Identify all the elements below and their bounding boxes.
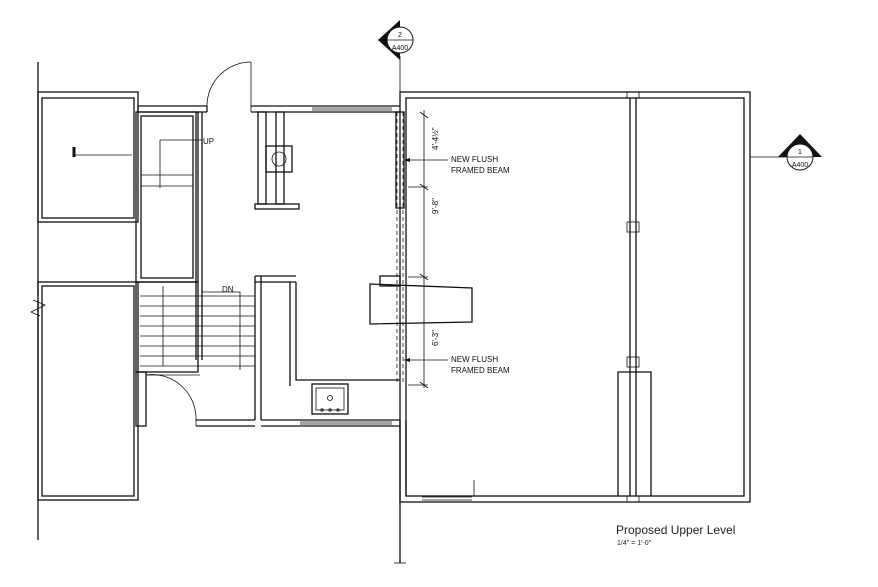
stair-down: [135, 275, 296, 420]
section-marker-2-number: 2: [398, 32, 402, 39]
section-marker-2: 2 A400: [378, 20, 414, 92]
kitchen-sink: [311, 383, 349, 415]
beam-2-line1: NEW FLUSH: [451, 355, 498, 364]
kitchen-counter: [261, 282, 400, 427]
beam-leaders: [404, 158, 448, 362]
section-marker-1-sheet: A400: [792, 162, 808, 169]
stair-up-label: UP: [203, 137, 214, 146]
hallway-walls: [135, 105, 207, 360]
dimension-3: 6'-3": [431, 330, 440, 346]
beam-1-line2: FRAMED BEAM: [451, 166, 510, 175]
beam-1-line1: NEW FLUSH: [451, 155, 498, 164]
addition-walls: [394, 91, 751, 564]
section-marker-2-sheet: A400: [392, 45, 408, 52]
dimension-1: 4'-4½": [431, 127, 440, 150]
island: [369, 275, 473, 325]
dimension-string: [408, 110, 429, 389]
section-marker-1: 1 A400: [750, 134, 822, 171]
left-wing-walls: [30, 62, 139, 540]
dimension-2: 9'-8": [431, 198, 440, 214]
plan-title: Proposed Upper Level: [616, 523, 735, 537]
plan-scale: 1/4" = 1'-0": [617, 540, 652, 547]
stair-down-label: DN: [222, 285, 234, 294]
fireplace: [254, 111, 300, 210]
lower-door: [135, 371, 255, 427]
section-marker-1-number: 1: [798, 149, 802, 156]
beam-2-line2: FRAMED BEAM: [451, 366, 510, 375]
top-wall: [251, 105, 400, 113]
entry-door: [206, 61, 252, 112]
